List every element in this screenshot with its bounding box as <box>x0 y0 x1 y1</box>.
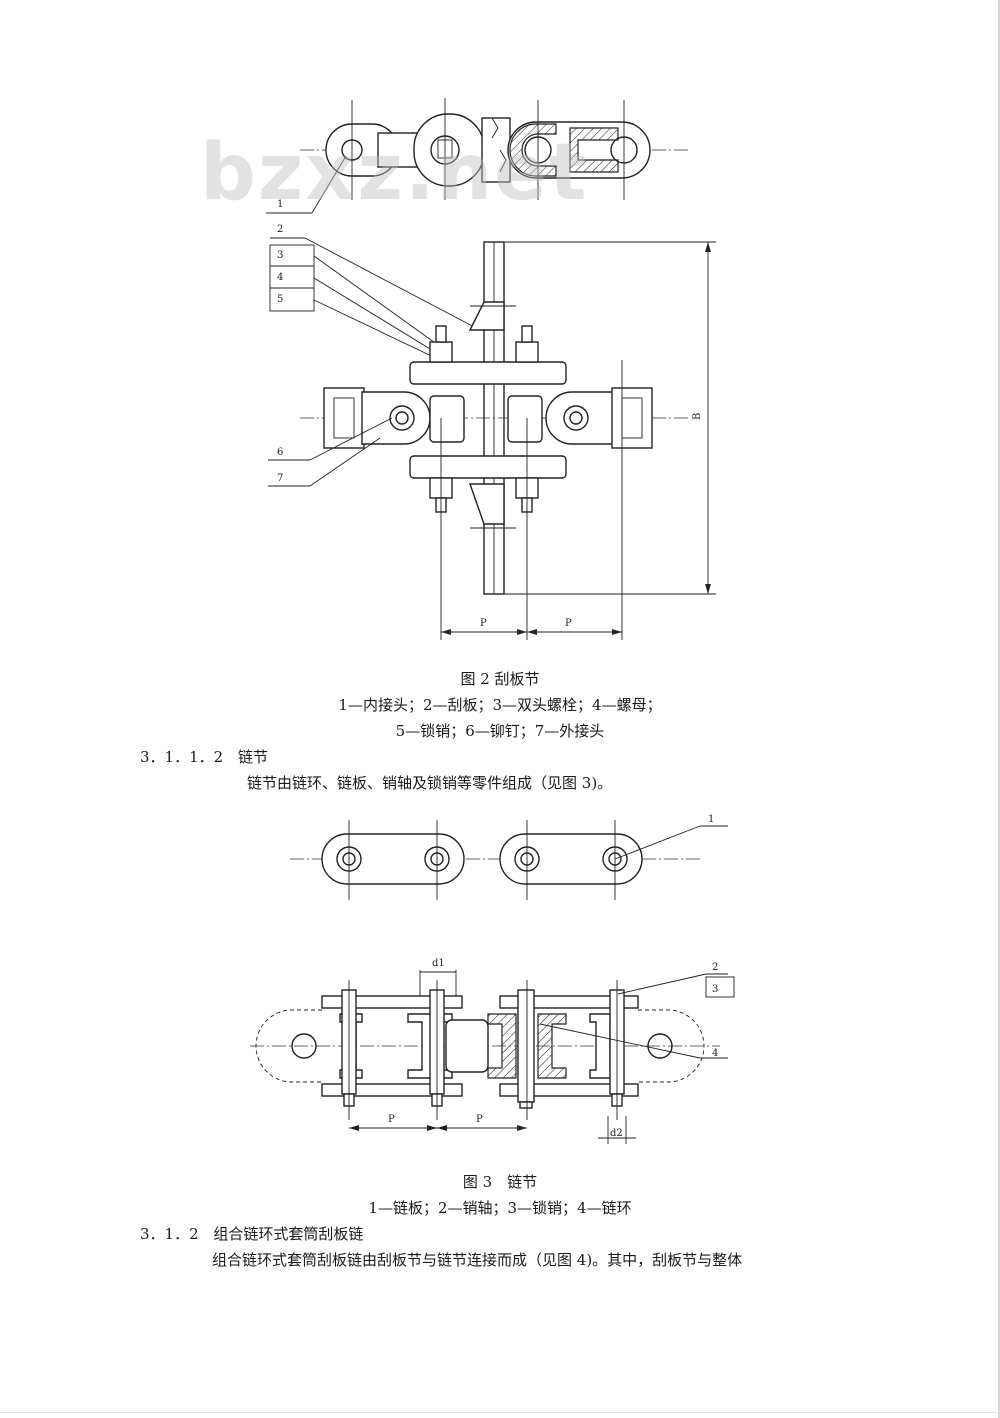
fig2-callout-2: 2 <box>277 224 283 235</box>
figure-3-drawing: 1 <box>250 814 735 1144</box>
section-3-1-1-2-heading: 3．1．1．2 链节 <box>140 746 268 767</box>
section-title: 组合链环式套筒刮板链 <box>213 1225 364 1243</box>
section-number: 3．1．2 <box>140 1225 199 1243</box>
section-3-1-1-2-body: 链节由链环、链板、销轴及锁销等零件组成（见图 3)。 <box>247 774 613 792</box>
fig2-callout-4: 4 <box>277 272 283 283</box>
figure-2-legend-line-2: 5—锁销；6—铆钉；7—外接头 <box>395 722 605 740</box>
page-bottom-border <box>0 1412 1000 1413</box>
fig3-callout-4: 4 <box>712 1048 718 1059</box>
fig3-callout-1: 1 <box>708 814 714 825</box>
fig3-callout-2: 2 <box>712 962 718 973</box>
fig2-dim-b: B <box>692 413 703 420</box>
figure-2-drawing: 1 2 3 4 5 <box>266 98 716 640</box>
figure-2-main-view: 2 3 4 5 <box>268 224 716 640</box>
fig3-callout-3: 3 <box>712 984 718 995</box>
section-3-1-2-body: 组合链环式套筒刮板链由刮板节与链节连接而成（见图 4)。其中，刮板节与整体 <box>212 1251 743 1269</box>
fig2-dim-p2: P <box>565 618 572 629</box>
fig2-callout-3: 3 <box>277 250 283 261</box>
fig3-dim-d1: d1 <box>432 958 445 969</box>
fig2-callout-7: 7 <box>277 473 283 484</box>
fig2-callout-5: 5 <box>277 294 283 305</box>
fig3-dim-d2: d2 <box>610 1128 623 1139</box>
section-3-1-2-heading: 3．1．2 组合链环式套筒刮板链 <box>140 1223 363 1244</box>
figure-3-section-view: d1 2 3 4 P P d2 <box>250 958 735 1144</box>
figure-2-top-view: 1 <box>266 98 690 214</box>
watermark: bzxz.net <box>200 128 589 218</box>
section-title: 链节 <box>237 748 268 766</box>
fig2-callout-6: 6 <box>277 447 283 458</box>
fig3-dim-p1: P <box>388 1114 395 1125</box>
figure-2-legend-line-1: 1—内接头；2—刮板；3—双头螺栓；4—螺母； <box>338 696 662 714</box>
figure-2-caption: 图 2 刮板节 <box>460 670 540 688</box>
fig3-dim-p2: P <box>476 1114 483 1125</box>
figure-3-caption: 图 3 链节 <box>462 1173 538 1191</box>
figure-3-top-view: 1 <box>290 814 728 900</box>
fig2-dim-p1: P <box>480 618 487 629</box>
fig2-callout-1: 1 <box>277 199 283 210</box>
figure-3-legend: 1—链板；2—销轴；3—锁销；4—链环 <box>368 1199 632 1217</box>
section-number: 3．1．1．2 <box>140 748 224 766</box>
